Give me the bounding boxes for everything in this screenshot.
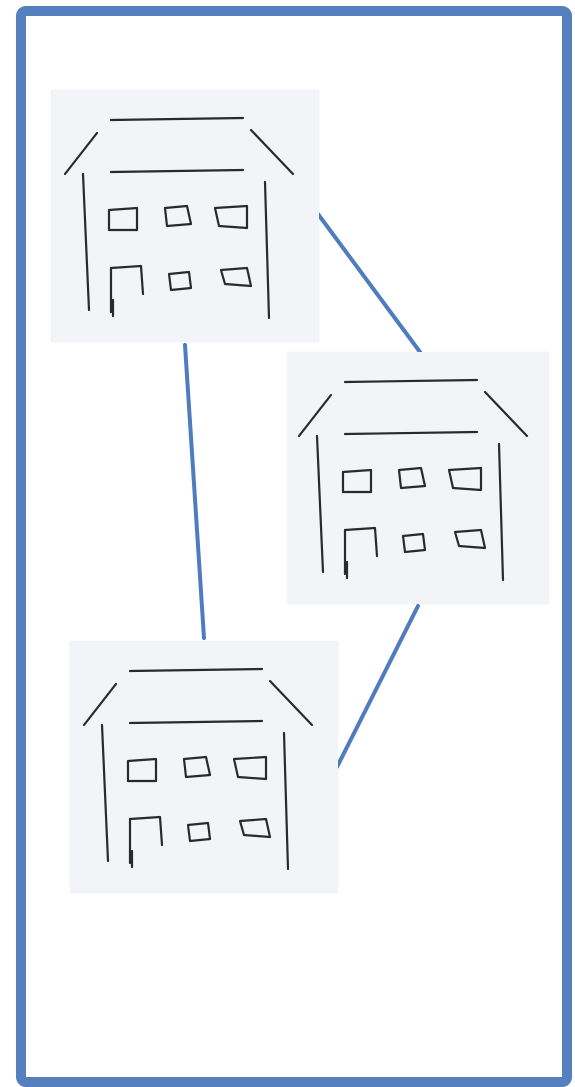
building-sketch-icon: [51, 90, 319, 342]
connector-building-2-building-3: [337, 606, 418, 767]
building-node-3: [70, 641, 338, 893]
connector-building-1-building-3: [185, 345, 204, 638]
connector-building-1-building-2: [318, 214, 420, 352]
building-node-2: [287, 352, 549, 604]
building-sketch-icon: [70, 641, 338, 893]
building-node-1: [51, 90, 319, 342]
building-sketch-icon: [287, 352, 549, 604]
